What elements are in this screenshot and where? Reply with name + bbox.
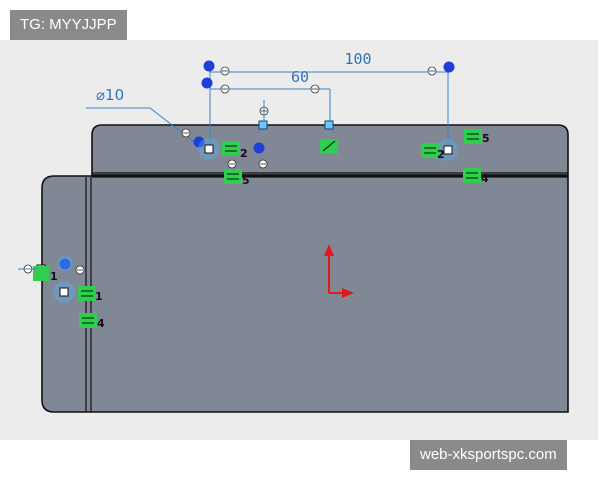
relation-badge[interactable]: 1 bbox=[33, 266, 58, 283]
dimension-60-text[interactable]: 60 bbox=[291, 68, 309, 86]
relation-badge[interactable]: 4 bbox=[463, 168, 489, 185]
diameter-value-text[interactable]: 10 bbox=[105, 86, 124, 104]
point-marker-icon[interactable] bbox=[59, 258, 71, 270]
relation-badge-number: 4 bbox=[481, 172, 489, 185]
relation-badge[interactable]: 2 bbox=[222, 141, 248, 160]
red-axis-arrows-icon bbox=[324, 244, 354, 298]
relation-badge-number: 5 bbox=[242, 174, 250, 187]
watermark-bottom-right: web-xksportspc.com bbox=[410, 440, 567, 470]
square-point-icon-blue[interactable] bbox=[258, 120, 334, 130]
dimension-100-text[interactable]: 100 bbox=[344, 50, 371, 68]
relation-badge[interactable]: 1 bbox=[78, 286, 103, 303]
point-marker-icon[interactable] bbox=[443, 61, 455, 73]
point-marker-icon[interactable] bbox=[193, 136, 205, 148]
relation-badge-number: 5 bbox=[482, 132, 490, 145]
tangent-relation-icon[interactable] bbox=[320, 139, 338, 154]
part-lower-plate[interactable] bbox=[41, 175, 569, 413]
relation-badge-number: 2 bbox=[437, 148, 445, 161]
watermark-top-left: TG: MYYJJPP bbox=[10, 10, 127, 40]
dimension-100[interactable]: 100 bbox=[209, 50, 449, 150]
relation-badge-number: 1 bbox=[95, 290, 103, 303]
relation-badge-number: 2 bbox=[240, 147, 248, 160]
relation-badge-number: 4 bbox=[97, 317, 105, 330]
relation-badge[interactable]: 5 bbox=[224, 169, 250, 187]
dimension-60[interactable]: 60 bbox=[210, 68, 331, 125]
diameter-symbol: ⌀ bbox=[96, 86, 105, 104]
sketch-point-markers[interactable] bbox=[59, 60, 455, 270]
relation-badge[interactable]: 5 bbox=[464, 129, 490, 145]
svg-text:⌀10: ⌀10 bbox=[96, 86, 124, 104]
relation-badge[interactable]: 4 bbox=[79, 313, 105, 330]
point-marker-icon[interactable] bbox=[201, 77, 213, 89]
circle-dot-icon[interactable] bbox=[23, 66, 437, 275]
point-marker-icon[interactable] bbox=[253, 142, 265, 154]
relation-badge[interactable]: 2 bbox=[421, 143, 445, 161]
point-marker-icon[interactable] bbox=[203, 60, 215, 72]
relation-badge-number: 1 bbox=[50, 270, 58, 283]
